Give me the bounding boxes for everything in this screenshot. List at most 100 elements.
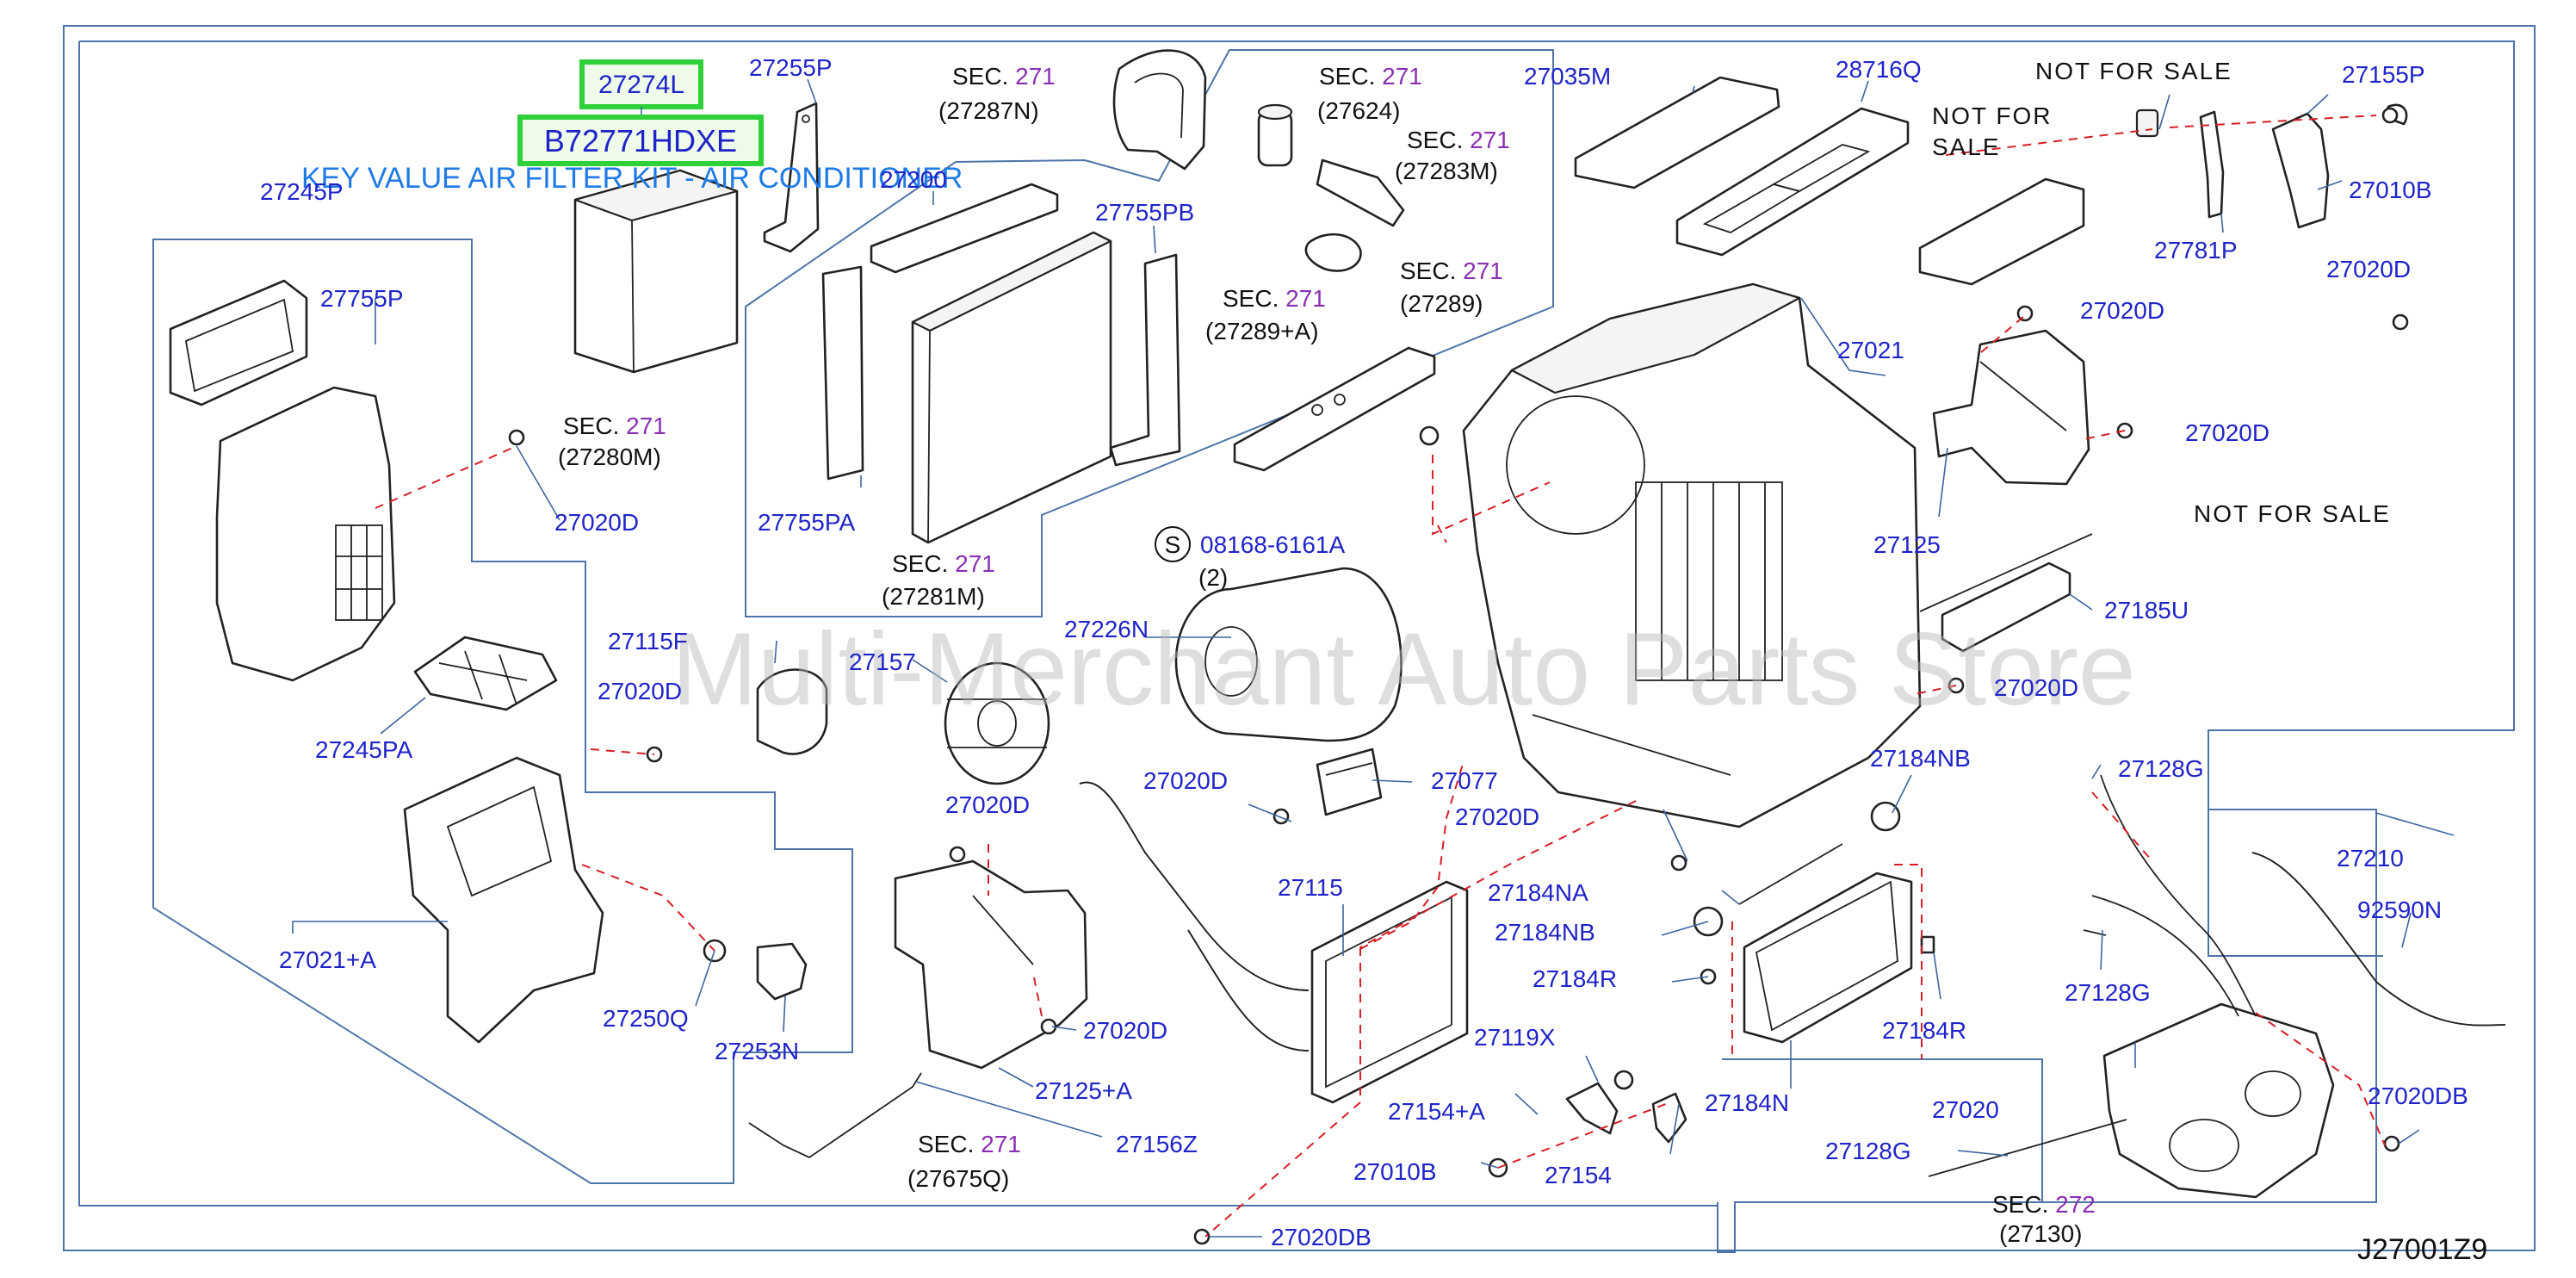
bolt-callout: S 08168-6161A (2) xyxy=(1155,526,1345,591)
sec-ref-27675q: (27675Q) xyxy=(907,1165,1009,1192)
not-for-sale-left-line1: NOT FOR xyxy=(1932,102,2052,129)
part-label: 27184NA xyxy=(1488,879,1588,906)
motor-cover-drawing xyxy=(756,668,828,755)
part-label: 27755PA xyxy=(758,509,855,536)
highlight-part-box xyxy=(579,59,703,109)
part-label: 27157 xyxy=(849,648,916,675)
sec-ref-27287n: (27287N) xyxy=(938,97,1039,124)
part-label: 27184R xyxy=(1882,1017,1966,1044)
part-label: 27755PB xyxy=(1095,199,1194,226)
part-label: 27020 xyxy=(1932,1096,1999,1123)
part-label: 27250Q xyxy=(603,1005,689,1032)
leader-lines xyxy=(292,78,2455,1238)
not-for-sale-right: NOT FOR SALE xyxy=(2194,500,2391,527)
part-label: 27021+A xyxy=(279,946,376,973)
part-label: 27020D xyxy=(1994,674,2078,701)
heater-group-outline xyxy=(1722,1058,2043,1202)
part-label: 27020D xyxy=(2080,297,2164,324)
intake-filter-drawing xyxy=(413,636,558,711)
part-label: 27226N xyxy=(1064,616,1149,642)
air-filter-drawing xyxy=(573,169,739,374)
part-label: 27253N xyxy=(715,1038,799,1064)
sec-callout-27281m: SEC. 271 xyxy=(892,550,995,577)
part-label: 27184NB xyxy=(1495,919,1595,946)
part-label: 27154 xyxy=(1545,1162,1612,1188)
part-label: 27155P xyxy=(2342,61,2425,88)
bolt-quantity: (2) xyxy=(1198,564,1228,591)
sec-callout-27287n: SEC. 271 xyxy=(952,63,1056,90)
part-label: 27020DB xyxy=(1271,1224,1372,1250)
side-case-drawing xyxy=(1932,329,2090,486)
part-label: 27021 xyxy=(1837,337,1904,363)
part-label: 27020D xyxy=(2326,256,2411,282)
sec-ref-27280m: (27280M) xyxy=(558,444,661,470)
highlight-oem-box xyxy=(517,115,764,166)
part-labels: 27255P 27035M 28716Q 27155P 27245P 27200… xyxy=(260,54,2468,1250)
part-label: 27755P xyxy=(320,285,404,312)
duct-hose-drawing xyxy=(1112,49,1207,171)
part-label: 27154+A xyxy=(1388,1098,1485,1125)
blower-motor-drawing xyxy=(1174,567,1403,742)
bracket-drawing xyxy=(763,102,820,253)
actuator-assembly-drawing xyxy=(1928,1002,2335,1199)
part-label: 27128G xyxy=(2118,755,2204,782)
part-label: 27156Z xyxy=(1116,1131,1198,1157)
bolt-part-number: 08168-6161A xyxy=(1200,531,1345,558)
sec-ref-27289: (27289) xyxy=(1400,290,1483,317)
blower-housing-drawing xyxy=(169,279,396,682)
bolt-symbol: S xyxy=(1165,531,1181,558)
sec-callout-27280m: SEC. 271 xyxy=(563,413,666,439)
pipe-cover-drawing xyxy=(1233,346,1436,472)
evaporator-group-outline xyxy=(745,49,1554,617)
screw-icons xyxy=(508,107,2409,1245)
inner-frame xyxy=(78,40,2515,1253)
evaporator-drawing xyxy=(821,183,1181,544)
sec-callout-27289a: SEC. 271 xyxy=(1223,285,1326,312)
sec-ref-27289a: (27289+A) xyxy=(1205,318,1319,344)
part-label: 92590N xyxy=(2357,896,2442,923)
part-label: 27010B xyxy=(2349,177,2432,203)
part-label: 27020D xyxy=(2185,419,2269,446)
part-label: 27185U xyxy=(2104,597,2189,623)
part-label: 27128G xyxy=(2065,979,2151,1006)
part-label: 27184N xyxy=(1705,1089,1789,1116)
heater-pipe-drawing xyxy=(1079,781,1310,1052)
heater-core-drawing xyxy=(1310,880,1469,1104)
sec-ref-27130: (27130) xyxy=(1999,1220,2083,1247)
blower-actuator-drawing xyxy=(703,939,808,1001)
part-label: 27184NB xyxy=(1870,745,1971,772)
highlight-callout: 27274L B72771HDXE KEY VALUE AIR FILTER K… xyxy=(301,59,963,195)
part-label: 27020DB xyxy=(2368,1083,2468,1109)
part-label: 27115 xyxy=(1278,874,1343,901)
part-label: 27020D xyxy=(598,678,682,704)
lower-duct-drawing xyxy=(403,756,604,1044)
part-label: 27020D xyxy=(1455,803,1539,830)
part-label: 27119X xyxy=(1474,1024,1556,1051)
part-label: 27200 xyxy=(880,166,947,193)
sensor-rod-drawing xyxy=(748,1072,922,1159)
small-fittings-drawing xyxy=(1257,103,1405,272)
sec-callout-27289: SEC. 271 xyxy=(1400,257,1503,284)
sec-callout-27624: SEC. 271 xyxy=(1319,63,1422,90)
part-label: 27125 xyxy=(1873,531,1941,558)
outer-frame xyxy=(63,25,2536,1251)
actuator-group-outline xyxy=(2208,810,2383,957)
not-for-sale-top: NOT FOR SALE xyxy=(2035,58,2232,84)
highlight-oem-code: B72771HDXE xyxy=(544,123,737,158)
part-label: 27020D xyxy=(1083,1017,1167,1044)
part-label: 27781P xyxy=(2154,237,2238,264)
sec-ref-27283m: (27283M) xyxy=(1395,158,1498,184)
part-label: 27245P xyxy=(260,178,344,205)
highlight-description: KEY VALUE AIR FILTER KIT - AIR CONDITION… xyxy=(301,162,963,195)
part-label: 27020D xyxy=(554,509,639,536)
filter-frames-drawing xyxy=(1574,76,1910,257)
heater-case-drawing xyxy=(1462,282,1922,828)
not-for-sale-left-line2: SALE xyxy=(1932,133,2001,160)
sec-callout-27283m: SEC. 271 xyxy=(1407,127,1510,153)
part-label: 27184R xyxy=(1533,965,1617,992)
highlight-part-number: 27274L xyxy=(598,71,684,99)
assembly-dashed-lines xyxy=(375,115,2386,1238)
diagram-code: J27001Z9 xyxy=(2357,1233,2487,1266)
part-label: 27125+A xyxy=(1035,1077,1132,1104)
